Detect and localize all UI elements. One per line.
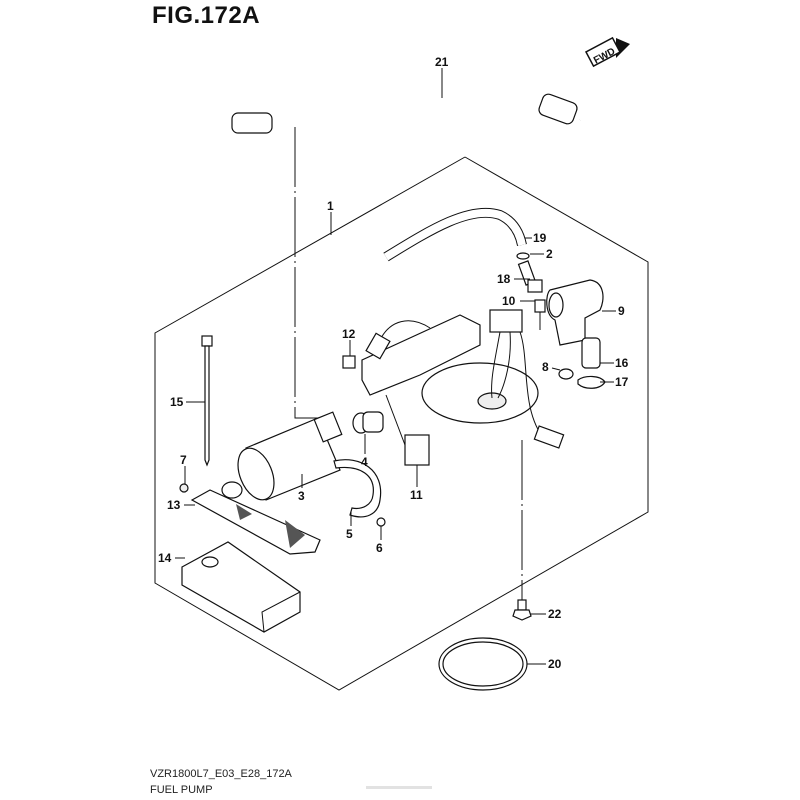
fuel-hose-part [231, 90, 582, 152]
hose-connector-right [538, 93, 578, 125]
callout-10: 10 [502, 294, 516, 308]
callout-3: 3 [298, 489, 305, 503]
screw-6-part [376, 517, 386, 527]
callout-8: 8 [542, 360, 549, 374]
callout-6: 6 [376, 541, 383, 555]
pump-flange-part [421, 362, 539, 424]
joint-16-part [581, 337, 601, 369]
pump-bracket-part [361, 314, 481, 396]
callout-12: 12 [342, 327, 356, 341]
callout-20: 20 [548, 657, 562, 671]
callout-13: 13 [167, 498, 181, 512]
callout-21: 21 [435, 55, 449, 69]
bolt-10-part [534, 299, 546, 313]
callout-22: 22 [548, 607, 562, 621]
callout-5: 5 [346, 527, 353, 541]
regulator-18-body [527, 279, 543, 293]
callout-14: 14 [158, 551, 172, 565]
leader-hose-to-pump [294, 127, 320, 419]
filter-13-part [190, 481, 321, 555]
clamp-holder-11-part [404, 434, 430, 466]
terminal-part [365, 332, 391, 360]
hose-connector-left [231, 112, 273, 134]
callout-18: 18 [497, 272, 511, 286]
terminal-12-part [342, 355, 356, 369]
copyright-watermark [366, 786, 432, 789]
assembly-frame [154, 156, 649, 691]
filter-cover-14-part [181, 541, 301, 633]
callout-19: 19 [533, 231, 547, 245]
callout-17: 17 [615, 375, 629, 389]
connector-part [489, 309, 523, 333]
figure-code: VZR1800L7_E03_E28_172A [150, 768, 292, 780]
figure-title: FIG.172A [152, 2, 261, 29]
harness-connector-part [533, 425, 565, 449]
callout-7: 7 [180, 453, 187, 467]
figure-name: FUEL PUMP [150, 784, 213, 796]
clamp-2-part [516, 252, 530, 260]
o-ring-8-part [558, 368, 574, 380]
pump-band-5-part [333, 459, 382, 518]
callout-16: 16 [615, 356, 629, 370]
fuel-pump-3-part [237, 411, 343, 501]
bolt-22-part [517, 599, 527, 611]
cable-tie-15-head [201, 335, 213, 347]
callout-2: 2 [546, 247, 553, 261]
callout-4: 4 [361, 455, 368, 469]
leader-lines [175, 68, 616, 665]
callout-11: 11 [410, 488, 423, 502]
callout-9: 9 [618, 304, 625, 318]
callout-15: 15 [170, 395, 184, 409]
cable-tie-15-part [204, 345, 210, 467]
forward-direction-badge: FWD [584, 36, 630, 68]
nut-7-part [179, 483, 189, 493]
callout-1: 1 [327, 199, 334, 213]
callout-labels: 21 1 19 2 18 10 9 12 16 8 17 15 7 4 3 11… [158, 55, 629, 671]
